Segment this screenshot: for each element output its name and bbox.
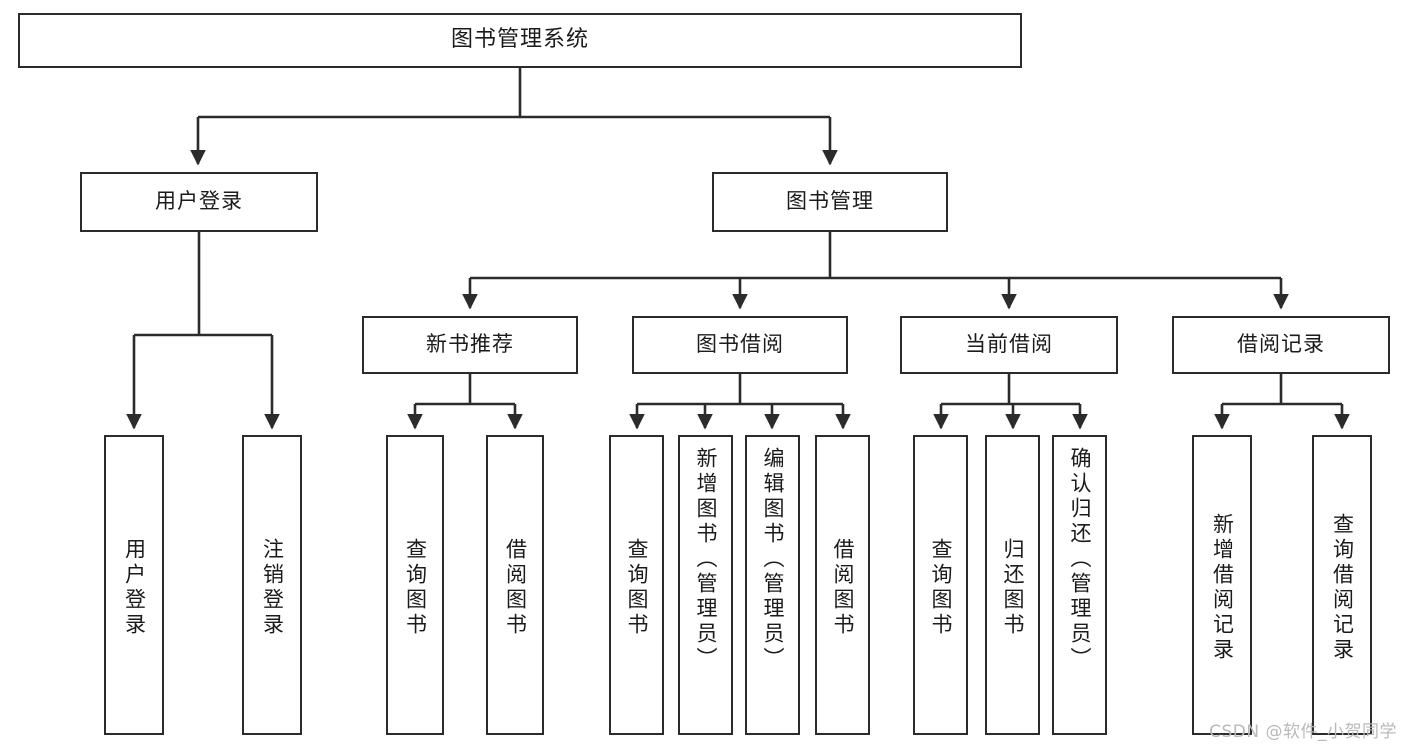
node-leaf-confirm-return[interactable]: 确认归还（管理员） bbox=[1052, 435, 1107, 735]
node-label: 用户登录 bbox=[155, 189, 243, 214]
node-current-borrow[interactable]: 当前借阅 bbox=[900, 316, 1118, 374]
node-leaf-add-borrow-record[interactable]: 新增借阅记录 bbox=[1192, 435, 1252, 735]
node-user-login[interactable]: 用户登录 bbox=[80, 172, 318, 232]
leaf-text-wrap: 归还图书 bbox=[987, 443, 1038, 733]
node-label: 借阅记录 bbox=[1237, 332, 1325, 357]
leaf-text-wrap: 查询借阅记录 bbox=[1314, 443, 1370, 733]
node-new-book-recommend[interactable]: 新书推荐 bbox=[362, 316, 578, 374]
node-root-system[interactable]: 图书管理系统 bbox=[18, 13, 1022, 68]
node-label: 用户登录 bbox=[122, 538, 147, 638]
leaf-text-wrap: 借阅图书 bbox=[817, 443, 868, 733]
node-label: 归还图书 bbox=[1001, 538, 1025, 638]
node-label: 图书管理 bbox=[786, 189, 874, 214]
node-book-manage[interactable]: 图书管理 bbox=[712, 172, 948, 232]
node-label: 新增借阅记录 bbox=[1210, 513, 1235, 663]
node-label: 借阅图书 bbox=[503, 538, 528, 638]
node-leaf-logout[interactable]: 注销登录 bbox=[242, 435, 302, 735]
node-label: 确认归还（管理员） bbox=[1068, 447, 1092, 672]
leaf-text-wrap: 用户登录 bbox=[106, 443, 162, 733]
leaf-text-wrap: 注销登录 bbox=[244, 443, 300, 733]
node-label: 编辑图书（管理员） bbox=[761, 447, 785, 672]
leaf-text-wrap: 新增借阅记录 bbox=[1194, 443, 1250, 733]
node-label: 查询图书 bbox=[403, 538, 428, 638]
watermark-text: CSDN @软件_小贺同学 bbox=[1209, 722, 1397, 742]
leaf-text-wrap: 确认归还（管理员） bbox=[1054, 443, 1105, 737]
leaf-text-wrap: 编辑图书（管理员） bbox=[747, 443, 798, 737]
leaf-text-wrap: 查询图书 bbox=[915, 443, 966, 733]
leaf-text-wrap: 查询图书 bbox=[611, 443, 662, 733]
leaf-text-wrap: 借阅图书 bbox=[488, 443, 542, 733]
node-label: 当前借阅 bbox=[965, 332, 1053, 357]
node-borrow-record[interactable]: 借阅记录 bbox=[1172, 316, 1390, 374]
node-leaf-query-book-current[interactable]: 查询图书 bbox=[913, 435, 968, 735]
node-label: 查询借阅记录 bbox=[1330, 513, 1355, 663]
node-leaf-return-book[interactable]: 归还图书 bbox=[985, 435, 1040, 735]
node-leaf-borrow-book[interactable]: 借阅图书 bbox=[815, 435, 870, 735]
leaf-text-wrap: 新增图书（管理员） bbox=[680, 443, 731, 737]
node-label: 查询图书 bbox=[929, 538, 953, 638]
node-leaf-add-book[interactable]: 新增图书（管理员） bbox=[678, 435, 733, 735]
node-leaf-query-borrow-record[interactable]: 查询借阅记录 bbox=[1312, 435, 1372, 735]
node-leaf-query-book-recommend[interactable]: 查询图书 bbox=[386, 435, 444, 735]
node-label: 查询图书 bbox=[625, 538, 649, 638]
node-book-borrow[interactable]: 图书借阅 bbox=[632, 316, 848, 374]
node-leaf-edit-book[interactable]: 编辑图书（管理员） bbox=[745, 435, 800, 735]
node-label: 借阅图书 bbox=[831, 538, 855, 638]
node-label: 图书管理系统 bbox=[450, 27, 589, 53]
node-label: 新书推荐 bbox=[426, 332, 514, 357]
node-label: 注销登录 bbox=[260, 538, 285, 638]
node-leaf-borrow-book-recommend[interactable]: 借阅图书 bbox=[486, 435, 544, 735]
leaf-text-wrap: 查询图书 bbox=[388, 443, 442, 733]
node-label: 图书借阅 bbox=[696, 332, 784, 357]
node-leaf-user-login[interactable]: 用户登录 bbox=[104, 435, 164, 735]
node-leaf-query-book-borrow[interactable]: 查询图书 bbox=[609, 435, 664, 735]
node-label: 新增图书（管理员） bbox=[694, 447, 718, 672]
